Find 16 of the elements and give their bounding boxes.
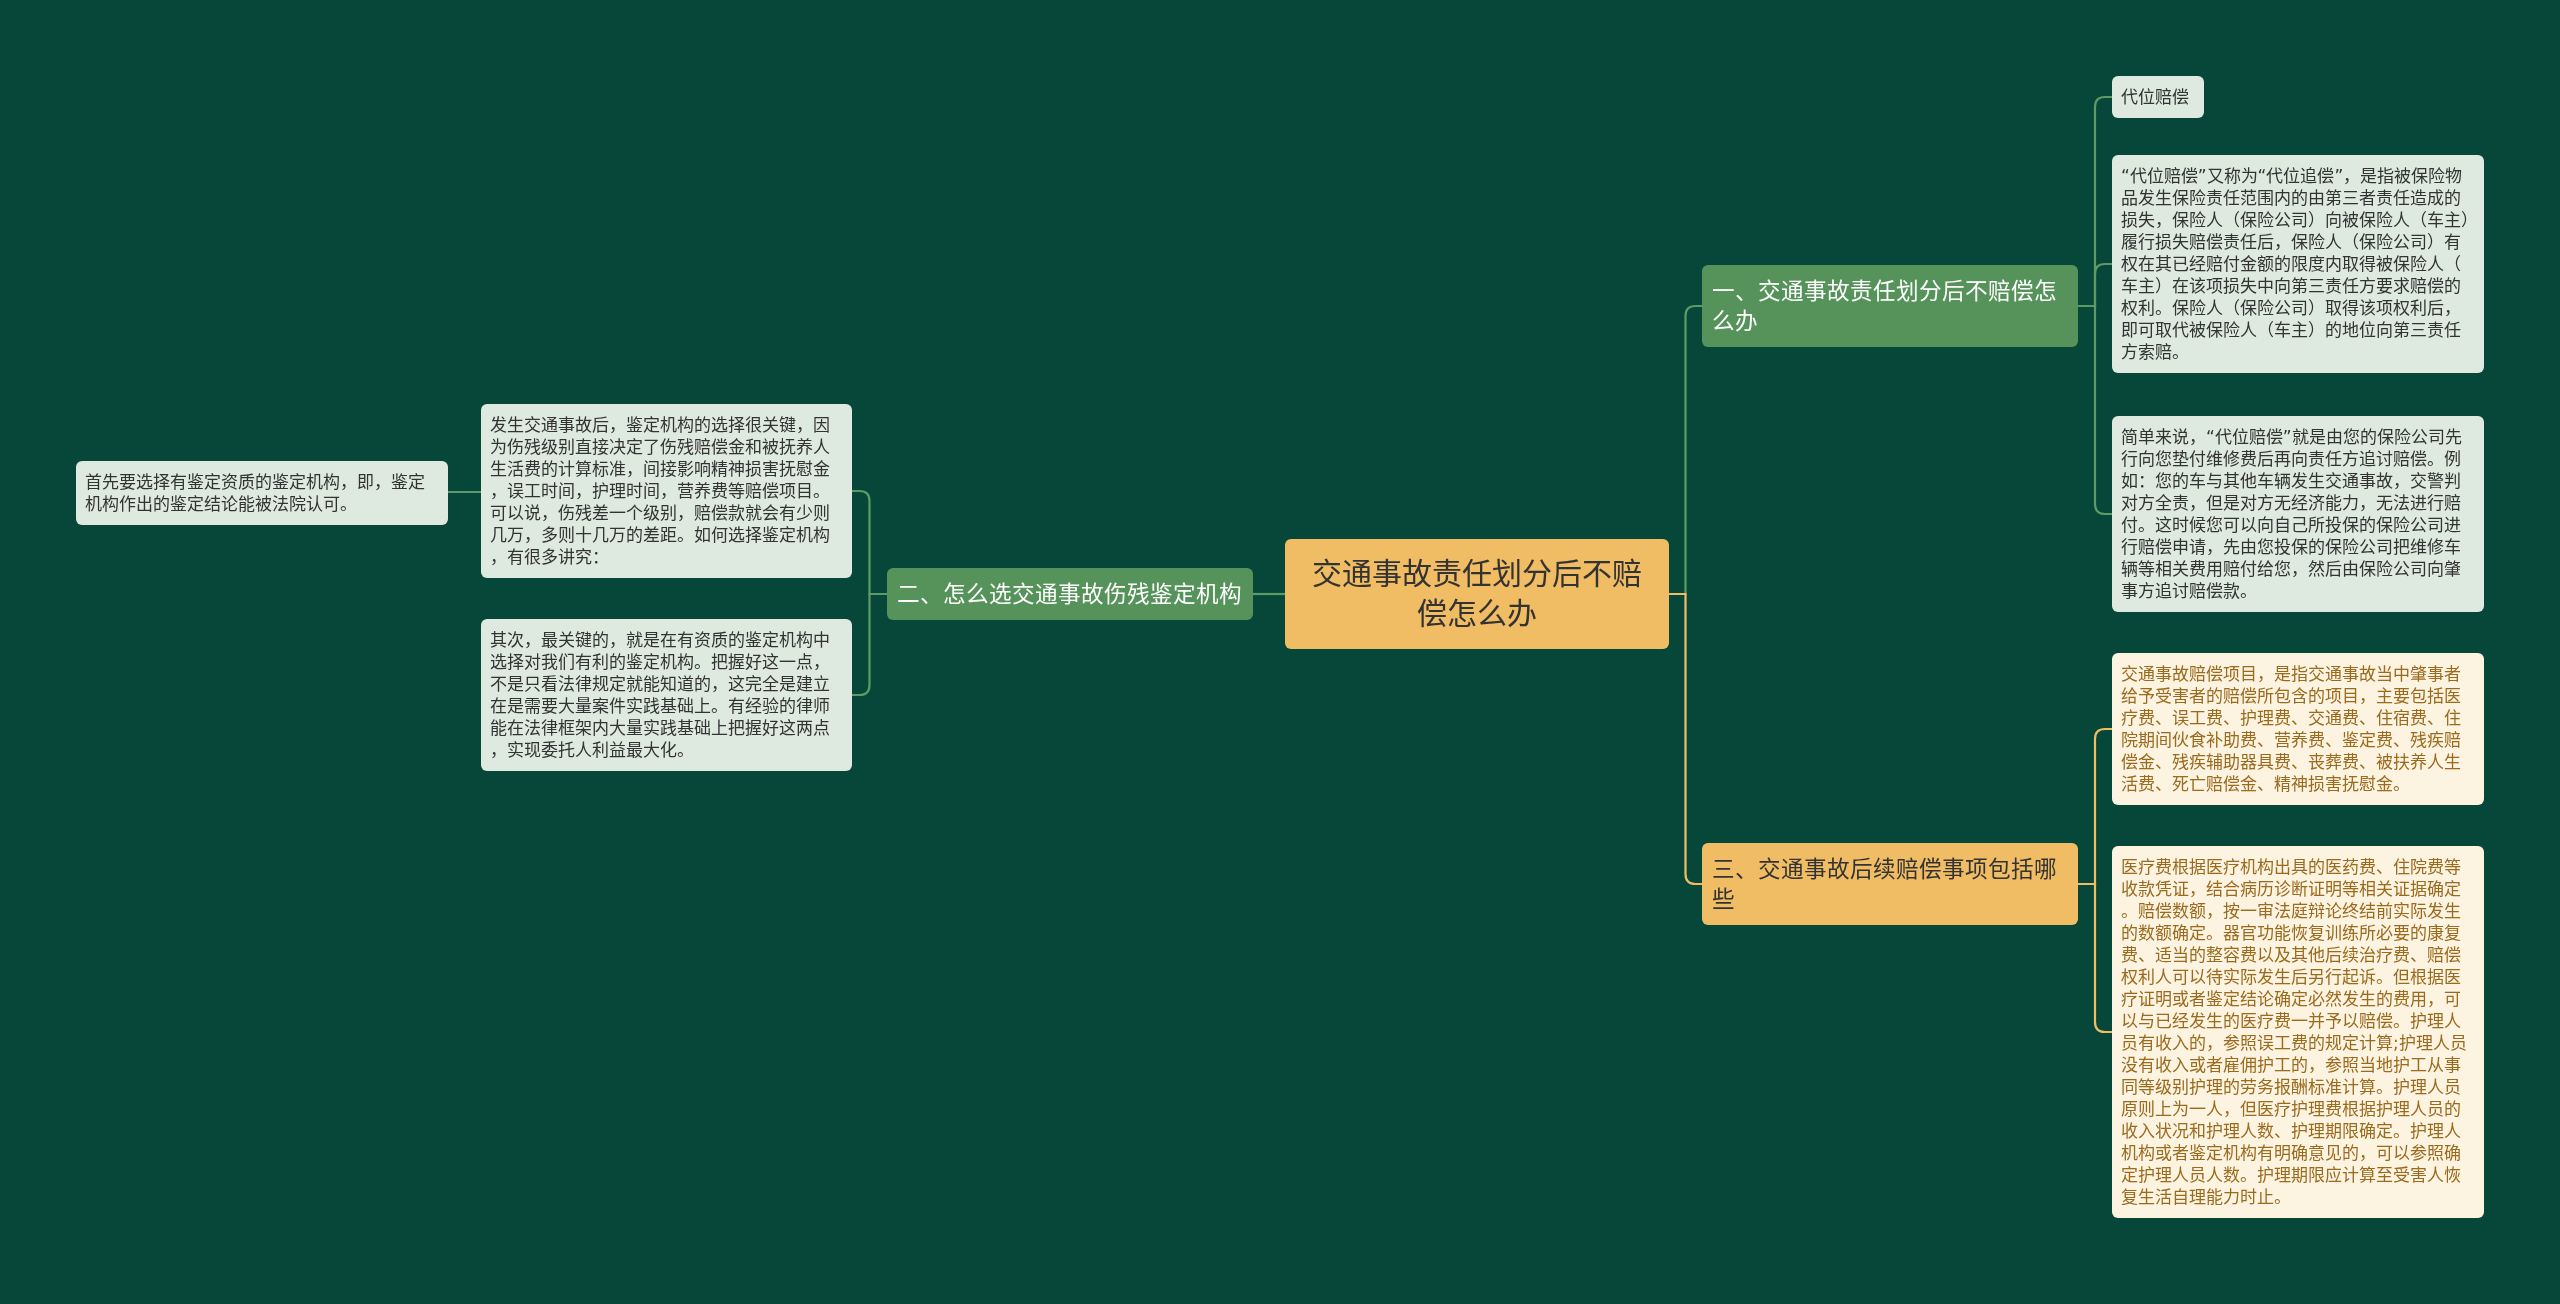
- note-box: 首先要选择有鉴定资质的鉴定机构，即，鉴定机构作出的鉴定结论能被法院认可。: [76, 461, 448, 525]
- subtopic-box: 二、怎么选交通事故伤残鉴定机构: [887, 568, 1253, 620]
- subtopic-box: 三、交通事故后续赔偿事项包括哪些: [1702, 843, 2078, 925]
- connector-line: [852, 592, 887, 697]
- note-box: 简单来说，“代位赔偿”就是由您的保险公司先行向您垫付维修费后再向责任方追讨赔偿。例如：您的车与其他车辆发生交通事故，交警判对方全责，但是对方无经济能力，无法进行赔付。这时候您可以向自己所投保的保险公司进行赔偿申请，先由您投保的保险公司把维修车辆等相关费用赔付给您，然后由保险公司向肇事方追讨赔偿款。: [2112, 416, 2484, 612]
- note-box: 交通事故赔偿项目，是指交通事故当中肇事者给予受害者的赔偿所包含的项目，主要包括医疗费、误工费、护理费、交通费、住宿费、住院期间伙食补助费、营养费、鉴定费、残疾赔偿金、残疾辅助器具费、丧葬费、被扶养人生活费、死亡赔偿金、精神损害抚慰金。: [2112, 653, 2484, 805]
- note-box: 发生交通事故后，鉴定机构的选择很关键，因为伤残级别直接决定了伤残赔偿金和被抚养人生活费的计算标准，间接影响精神损害抚慰金，误工时间，护理时间，营养费等赔偿项目。可以说，伤残差一个级别，赔偿款就会有少则几万，多则十几万的差距。如何选择鉴定机构，有很多讲究：: [481, 404, 852, 578]
- connector-line: [1669, 592, 1702, 886]
- connector-line: [448, 490, 481, 494]
- subtopic-box: 一、交通事故责任划分后不赔偿怎么办: [1702, 265, 2078, 347]
- note-box: 代位赔偿: [2112, 76, 2204, 118]
- note-box: “代位赔偿”又称为“代位追偿”，是指被保险物品发生保险责任范围内的由第三者责任造成的损失，保险人（保险公司）向被保险人（车主）履行损失赔偿责任后，保险人（保险公司）有权在其已经赔付金额的限度内取得被保险人（车主）在该项损失中向第三责任方要求赔偿的权利。保险人（保险公司）取得该项权利后，即可取代被保险人（车主）的地位向第三责任方索赔。: [2112, 155, 2484, 373]
- note-box: 医疗费根据医疗机构出具的医药费、住院费等收款凭证，结合病历诊断证明等相关证据确定。赔偿数额，按一审法庭辩论终结前实际发生的数额确定。器官功能恢复训练所必要的康复费、适当的整容费以及其他后续治疗费、赔偿权利人可以待实际发生后另行起诉。但根据医疗证明或者鉴定结论确定必然发生的费用，可以与已经发生的医疗费一并予以赔偿。护理人员有收入的，参照误工费的规定计算;护理人员没有收入或者雇佣护工的，参照当地护工从事同等级别护理的劳务报酬标准计算。护理人员原则上为一人，但医疗护理费根据护理人员的收入状况和护理人数、护理期限确定。护理人机构或者鉴定机构有明确意见的，可以参照确定护理人员人数。护理期限应计算至受害人恢复生活自理能力时止。: [2112, 846, 2484, 1218]
- topic-box: 交通事故责任划分后不赔偿怎么办: [1285, 539, 1669, 649]
- connector-line: [1253, 592, 1285, 596]
- note-box: 其次，最关键的，就是在有资质的鉴定机构中选择对我们有利的鉴定机构。把握好这一点，不是只看法律规定就能知道的，这完全是建立在是需要大量案件实践基础上。有经验的律师能在法律框架内大量实践基础上把握好这两点，实现委托人利益最大化。: [481, 619, 852, 771]
